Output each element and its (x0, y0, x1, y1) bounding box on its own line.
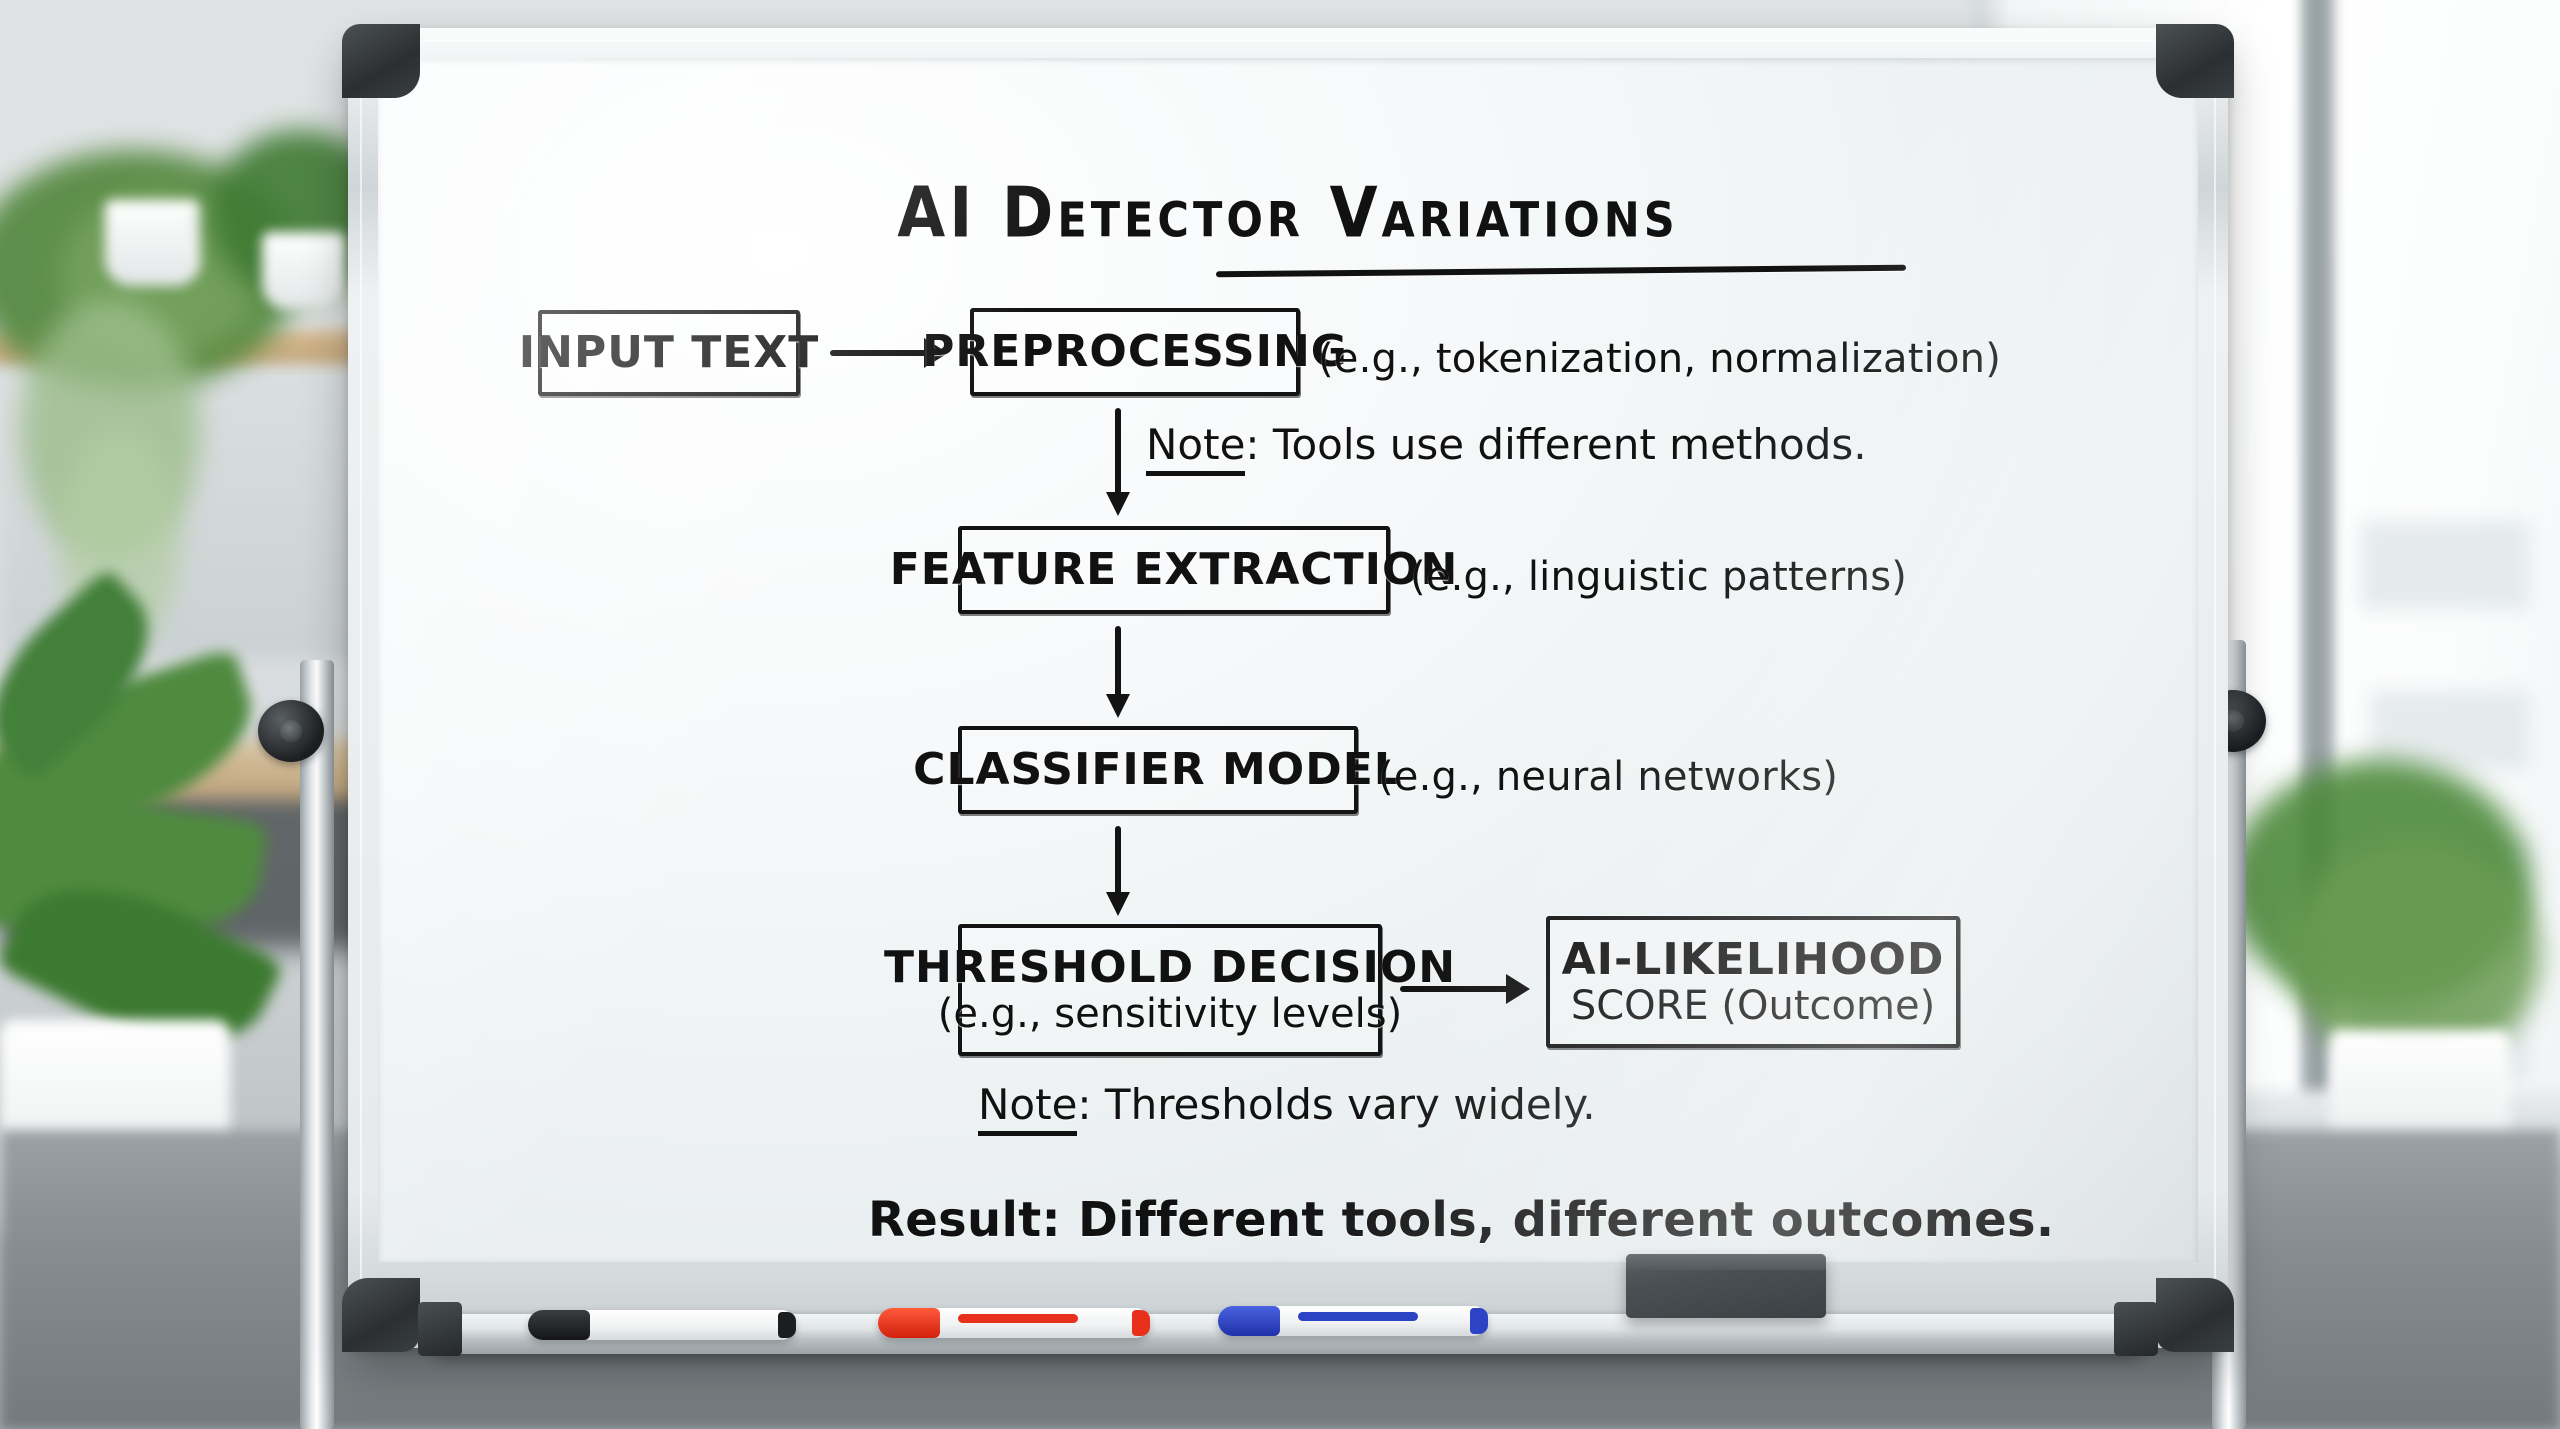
plant-pot (105, 200, 201, 286)
node-classifier-model[interactable]: CLASSIFIER MODEL (913, 726, 1402, 814)
node-preprocessing-label: PREPROCESSING (922, 325, 1348, 377)
building-block (2370, 690, 2530, 770)
node-ai-likelihood-score[interactable]: AI-LIKELIHOOD SCORE (Outcome) (1546, 916, 1960, 1048)
note-methods-prefix: Note (1146, 420, 1246, 476)
building-block (2360, 520, 2530, 610)
arrow-preprocessing-to-feature (1098, 408, 1138, 516)
arrow-threshold-to-score (1400, 974, 1530, 1004)
whiteboard: AI Detector Variations INPUT TEXT PREPRO… (342, 24, 2234, 1356)
result-line: Result: Different tools, different outco… (868, 1192, 2055, 1248)
tray-end-cap-left (418, 1302, 462, 1356)
node-classifier-model-label: CLASSIFIER MODEL (913, 743, 1403, 795)
page-title: AI Detector Variations (897, 171, 1679, 254)
node-ai-likelihood-score-sublabel: SCORE (Outcome) (1570, 983, 1936, 1030)
note-thresholds-prefix: Note (978, 1080, 1078, 1136)
plant-pot (262, 232, 346, 310)
node-input-text[interactable]: INPUT TEXT (519, 310, 818, 396)
node-input-text-label: INPUT TEXT (518, 326, 820, 378)
arrow-classifier-to-threshold (1098, 826, 1138, 916)
annotation-preprocessing: (e.g., tokenization, normalization) (1318, 336, 2001, 382)
pivot-knob-left[interactable] (258, 700, 324, 762)
annotation-classifier-model: (e.g., neural networks) (1378, 754, 1839, 800)
frame-corner-bottom-left (342, 1278, 420, 1352)
annotation-feature-extraction: (e.g., linguistic patterns) (1410, 554, 1908, 600)
diagram-ink-layer: AI Detector Variations INPUT TEXT PREPRO… (378, 58, 2198, 1262)
title-underline (1215, 264, 1907, 278)
node-preprocessing[interactable]: PREPROCESSING (922, 308, 1347, 396)
note-thresholds-text: : Thresholds vary widely. (1077, 1080, 1596, 1129)
whiteboard-eraser[interactable] (1626, 1254, 1826, 1318)
frame-corner-top-left (342, 24, 420, 98)
note-methods-text: : Tools use different methods. (1245, 420, 1867, 469)
black-marker[interactable] (528, 1310, 796, 1340)
tray-end-cap-right (2114, 1302, 2158, 1356)
blue-marker[interactable] (1218, 1306, 1488, 1336)
frame-corner-top-right (2156, 24, 2234, 98)
node-threshold-decision-sublabel: (e.g., sensitivity levels) (937, 991, 1403, 1038)
note-methods: Note: Tools use different methods. (1146, 420, 1867, 476)
node-feature-extraction-label: FEATURE EXTRACTION (889, 543, 1459, 595)
frame-corner-bottom-right (2156, 1278, 2234, 1352)
arrow-feature-to-classifier (1098, 626, 1138, 718)
whiteboard-surface[interactable]: AI Detector Variations INPUT TEXT PREPRO… (378, 58, 2198, 1262)
note-thresholds: Note: Thresholds vary widely. (978, 1080, 1596, 1136)
whiteboard-stand-left-post (300, 660, 334, 1429)
node-threshold-decision-label: THRESHOLD DECISION (883, 941, 1457, 993)
red-marker[interactable] (878, 1308, 1150, 1338)
node-feature-extraction[interactable]: FEATURE EXTRACTION (890, 526, 1457, 614)
node-ai-likelihood-score-label: AI-LIKELIHOOD (1561, 933, 1945, 985)
node-threshold-decision[interactable]: THRESHOLD DECISION (e.g., sensitivity le… (884, 924, 1455, 1056)
